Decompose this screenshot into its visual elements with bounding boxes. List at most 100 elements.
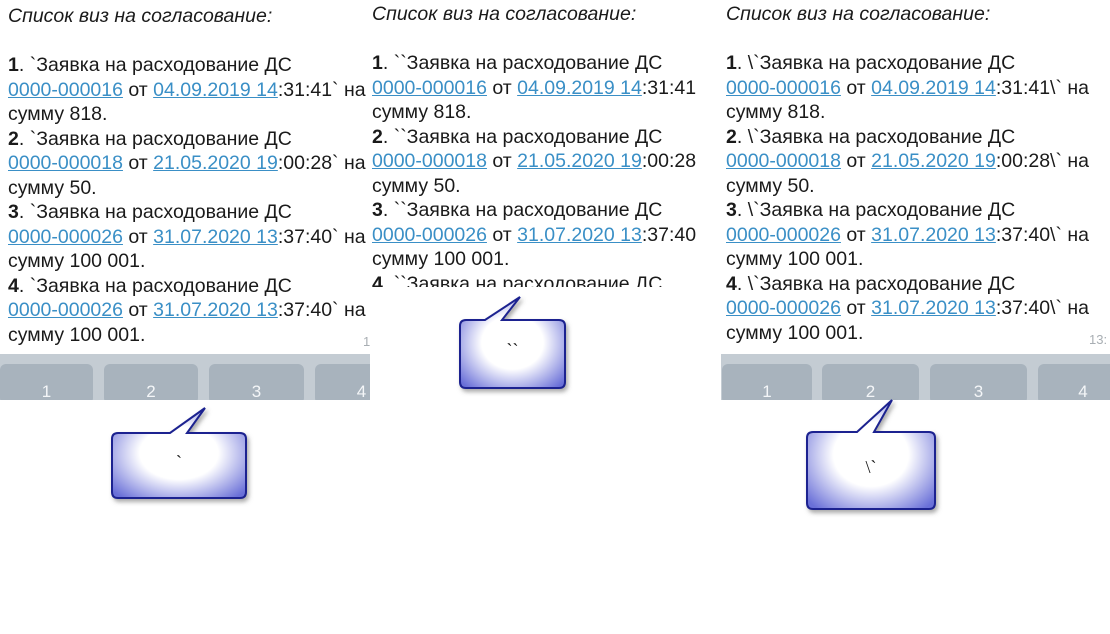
document-link[interactable]: 0000-000016	[726, 76, 841, 99]
item-text: :00:28	[641, 150, 697, 172]
callout-single-backtick: `	[111, 407, 247, 499]
document-link[interactable]: 0000-000026	[726, 297, 841, 319]
item-text: :37:40\` на	[995, 223, 1090, 246]
keyboard-button-2[interactable]: 2	[822, 364, 919, 400]
item-amount: сумму 100 001.	[726, 248, 864, 270]
item-number: 4	[8, 274, 19, 297]
document-link[interactable]: 0000-000018	[726, 150, 841, 172]
item-amount: сумму 100 001.	[372, 248, 510, 270]
list-item-heading: 3. `Заявка на расходование ДС	[8, 200, 366, 225]
item-text: :00:28\` на	[995, 150, 1090, 172]
document-link[interactable]: 0000-000026	[726, 223, 841, 246]
document-link[interactable]: 0000-000026	[8, 299, 123, 321]
item-text: от	[840, 150, 872, 172]
date-link[interactable]: 04.09.2019 14	[517, 76, 642, 99]
date-link[interactable]: 21.05.2020 19	[871, 150, 996, 172]
item-number: 4	[726, 272, 737, 295]
keyboard-button-3[interactable]: 3	[930, 364, 1027, 400]
keyboard-button-4[interactable]: 4	[315, 364, 370, 400]
item-text: :37:40	[641, 223, 697, 246]
list-item-heading: 3. ``Заявка на расходование ДС	[372, 198, 696, 223]
item-amount: сумму 100 001.	[726, 321, 864, 344]
date-link[interactable]: 21.05.2020 19	[517, 150, 642, 172]
keyboard-button-2[interactable]: 2	[104, 364, 198, 400]
item-text: . ``Заявка на расходование ДС	[382, 52, 663, 74]
message-text: Список виз на согласование:1. `Заявка на…	[8, 4, 366, 347]
list-item-links: 0000-000026 от 31.07.2020 13:37:40` на	[8, 298, 366, 323]
list-item-links: 0000-000016 от 04.09.2019 14:31:41` на	[8, 78, 366, 103]
item-number: 3	[726, 199, 737, 221]
item-number: 2	[726, 125, 737, 148]
list-item-heading: 4. ``Заявка на расходование ДС	[372, 272, 696, 288]
list-item-links: 0000-000026 от 31.07.2020 13:37:40` на	[8, 225, 366, 250]
chat-panel-double-backtick: Список виз на согласование:1. ``Заявка н…	[370, 0, 720, 287]
item-text: от	[122, 225, 154, 248]
callout-label: `	[176, 451, 182, 472]
callout-label: ``	[506, 340, 519, 360]
list-item-links: 0000-000016 от 04.09.2019 14:31:41	[372, 76, 696, 101]
keyboard-button-1[interactable]: 1	[0, 364, 93, 400]
item-text: от	[486, 223, 518, 246]
list-item-heading: 1. \`Заявка на расходование ДС	[726, 51, 1089, 76]
item-text: от	[486, 150, 518, 172]
item-text: . \`Заявка на расходование ДС	[736, 272, 1016, 295]
speech-bubble-shape	[806, 399, 936, 510]
item-amount: сумму 50.	[372, 174, 461, 197]
list-item-heading: 2. \`Заявка на расходование ДС	[726, 125, 1089, 150]
date-link[interactable]: 31.07.2020 13	[871, 297, 996, 319]
item-number: 2	[8, 127, 19, 150]
speech-bubble-shape	[111, 407, 247, 499]
item-text: . `Заявка на расходование ДС	[18, 201, 292, 223]
keyboard-button-3[interactable]: 3	[209, 364, 304, 400]
item-text: . \`Заявка на расходование ДС	[736, 52, 1016, 74]
item-number: 3	[372, 199, 383, 221]
item-text: :37:40` на	[277, 225, 366, 248]
item-amount: сумму 50.	[8, 176, 97, 199]
item-text: :37:40\` на	[995, 297, 1090, 319]
list-item-heading: 1. `Заявка на расходование ДС	[8, 53, 366, 78]
document-link[interactable]: 0000-000016	[372, 76, 487, 99]
keyboard-button-4[interactable]: 4	[1038, 364, 1110, 400]
document-link[interactable]: 0000-000026	[8, 225, 123, 248]
date-link[interactable]: 04.09.2019 14	[871, 76, 996, 99]
date-link[interactable]: 31.07.2020 13	[871, 223, 996, 246]
date-link[interactable]: 04.09.2019 14	[153, 78, 278, 101]
message-timestamp: 1	[363, 334, 370, 349]
list-item-links: 0000-000018 от 21.05.2020 19:00:28\` на	[726, 149, 1089, 174]
item-number: 4	[372, 272, 383, 288]
date-link[interactable]: 31.07.2020 13	[153, 299, 278, 321]
list-item-heading: 3. \`Заявка на расходование ДС	[726, 198, 1089, 223]
keyboard-button-1[interactable]: 1	[722, 364, 812, 400]
item-number: 1	[8, 54, 19, 76]
item-text: . `Заявка на расходование ДС	[18, 274, 292, 297]
document-link[interactable]: 0000-000026	[372, 223, 487, 246]
list-item-heading: 4. \`Заявка на расходование ДС	[726, 272, 1089, 297]
list-item-links: 0000-000016 от 04.09.2019 14:31:41\` на	[726, 76, 1089, 101]
document-link[interactable]: 0000-000016	[8, 78, 123, 101]
item-amount: сумму 100 001.	[8, 250, 146, 272]
document-link[interactable]: 0000-000018	[372, 150, 487, 172]
item-number: 1	[726, 52, 737, 74]
item-text: . `Заявка на расходование ДС	[18, 127, 292, 150]
callout-escaped-backtick: \`	[806, 399, 936, 510]
chat-panel-single-backtick: Список виз на согласование:1. `Заявка на…	[0, 0, 370, 400]
list-item-heading: 2. ``Заявка на расходование ДС	[372, 125, 696, 150]
item-number: 1	[372, 52, 383, 74]
item-number: 3	[8, 201, 19, 223]
message-timestamp: 13:	[1089, 332, 1108, 347]
item-text: от	[122, 152, 154, 174]
date-link[interactable]: 21.05.2020 19	[153, 152, 278, 174]
date-link[interactable]: 31.07.2020 13	[153, 225, 278, 248]
item-text: от	[122, 78, 154, 101]
item-text: . ``Заявка на расходование ДС	[382, 272, 663, 288]
item-amount: сумму 818.	[8, 103, 108, 125]
document-link[interactable]: 0000-000018	[8, 152, 123, 174]
callout-double-backtick: ``	[459, 296, 566, 389]
item-text: от	[840, 223, 872, 246]
list-item-heading: 1. ``Заявка на расходование ДС	[372, 51, 696, 76]
date-link[interactable]: 31.07.2020 13	[517, 223, 642, 246]
message-text: Список виз на согласование:1. ``Заявка н…	[372, 2, 696, 287]
message-title: Список виз на согласование:	[8, 5, 273, 27]
item-text: :31:41\` на	[995, 76, 1090, 99]
